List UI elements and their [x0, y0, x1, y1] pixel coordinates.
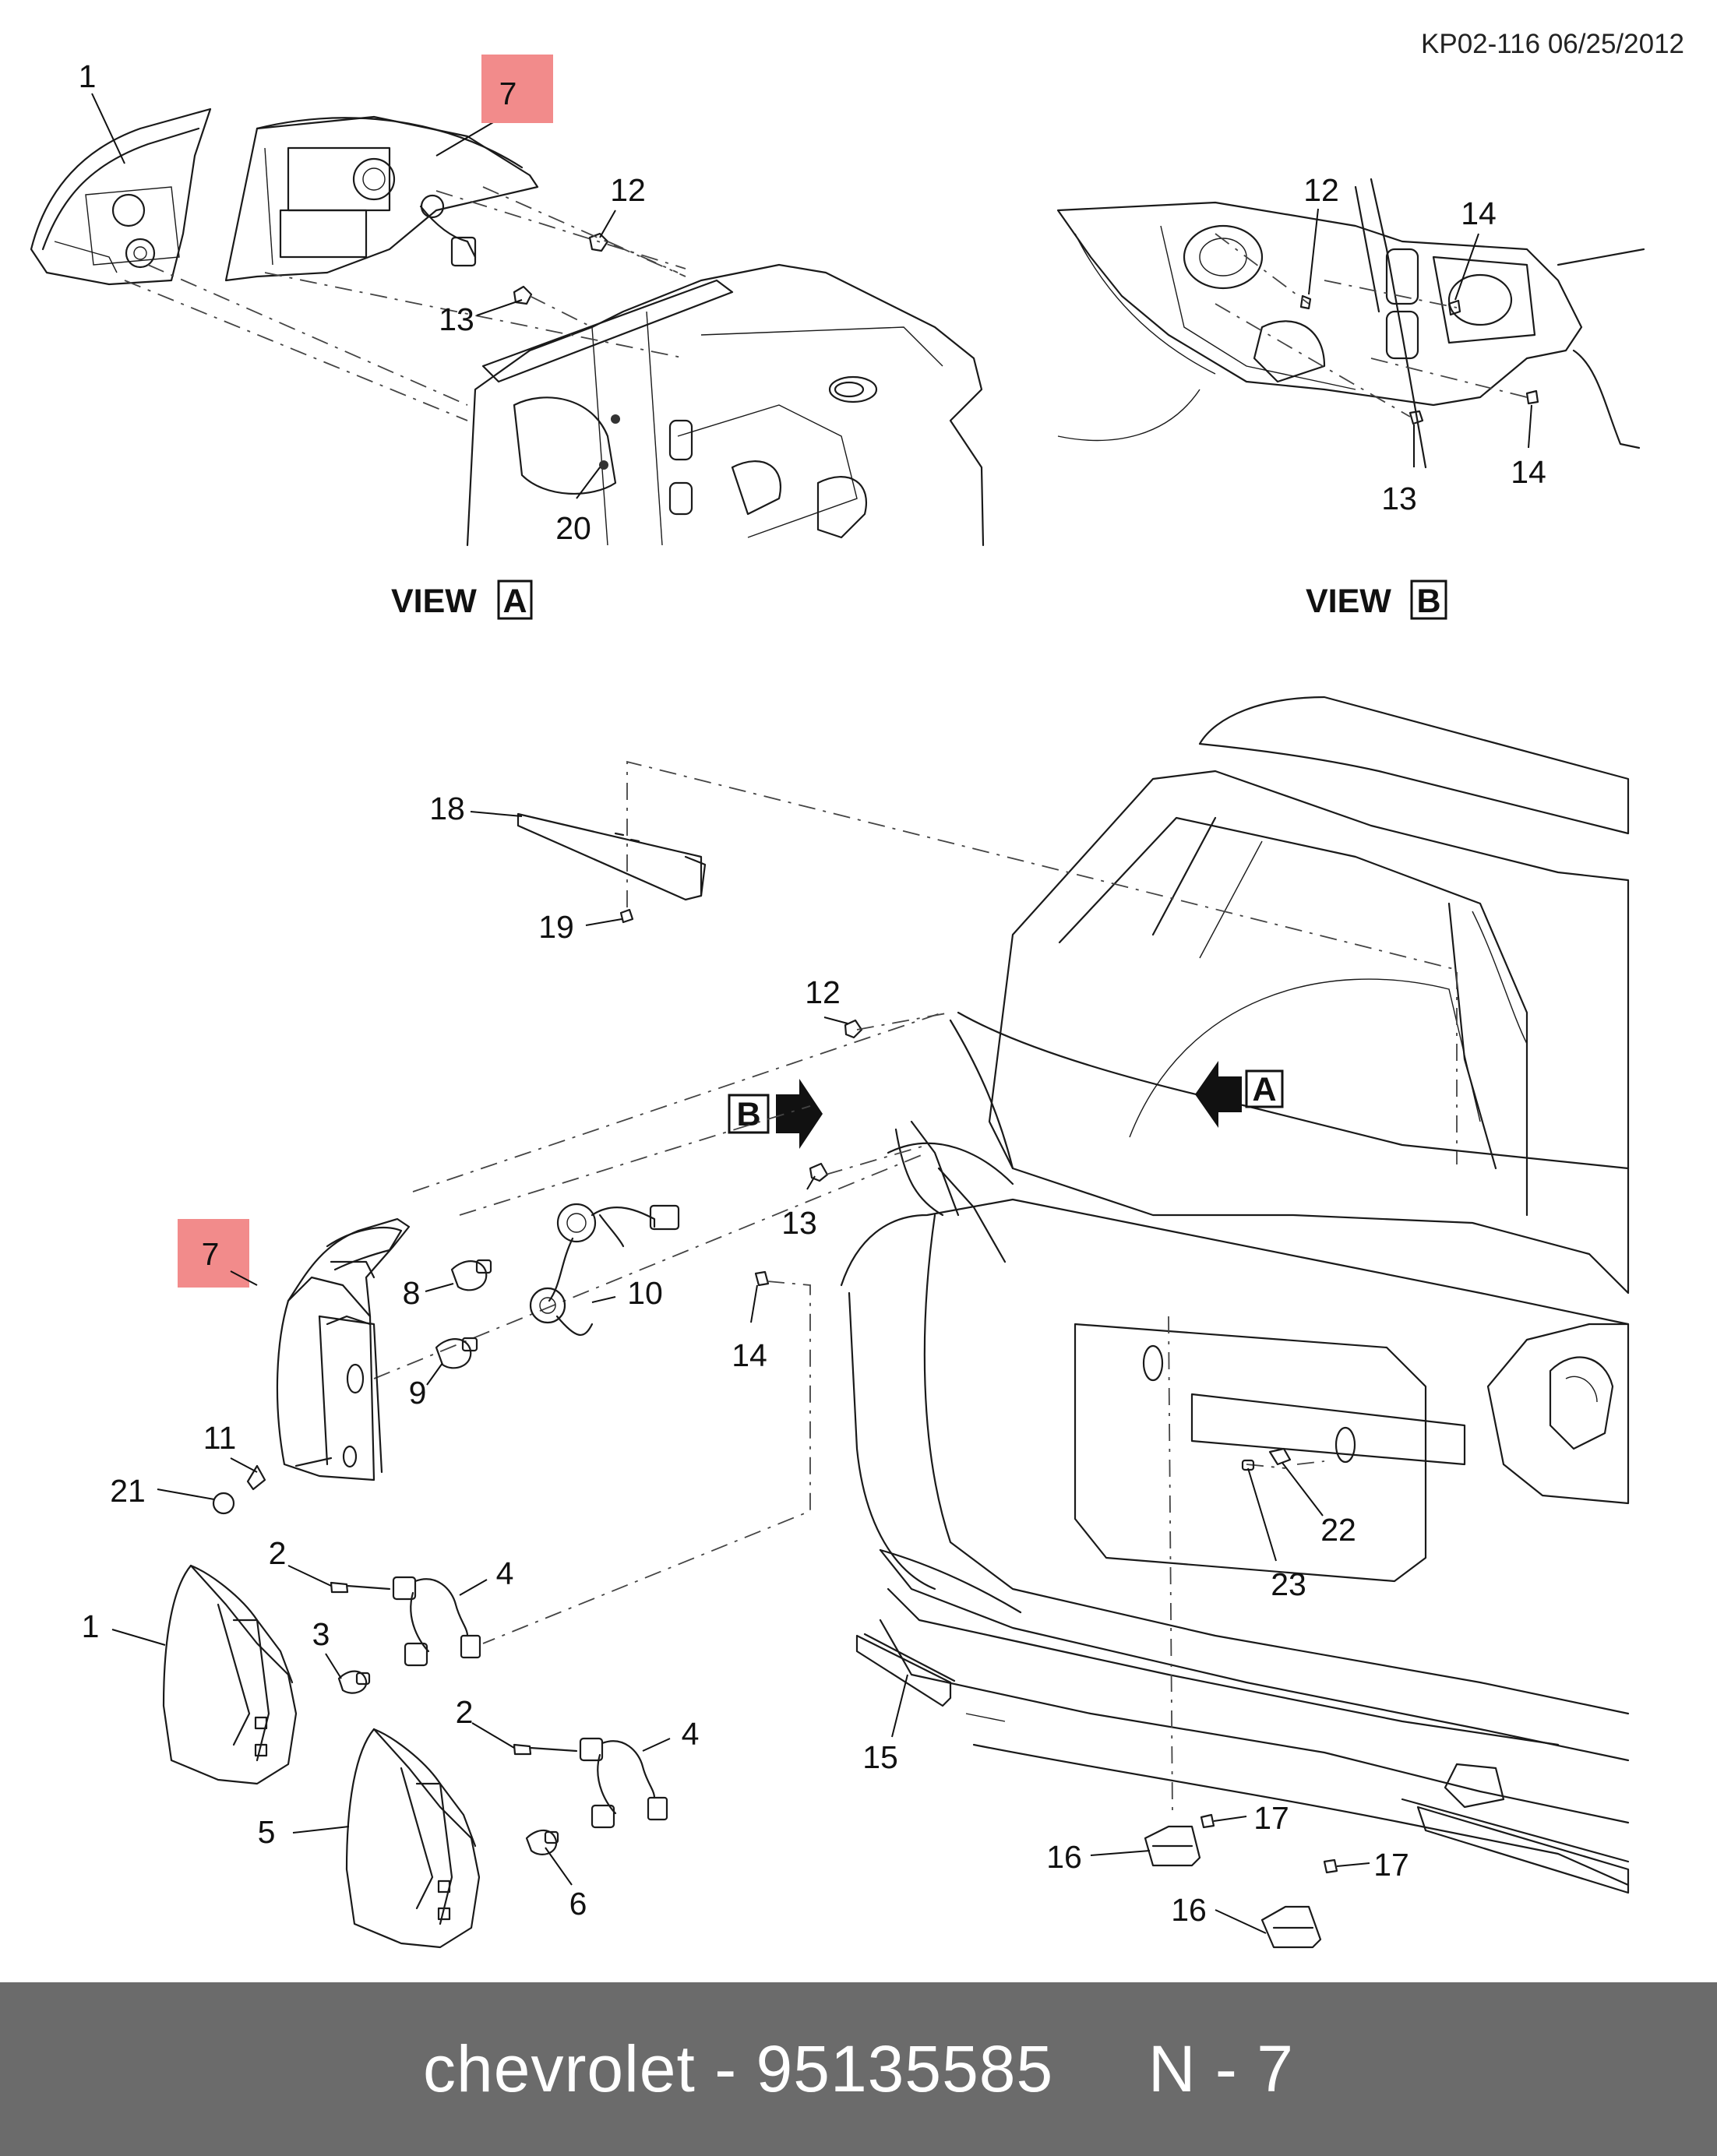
callout-2-lower: 2	[456, 1694, 474, 1730]
callout-5: 5	[258, 1814, 276, 1850]
view-b-letter-box	[1410, 580, 1447, 620]
callout-17-upper: 17	[1253, 1800, 1289, 1836]
direction-arrow-b	[776, 1079, 823, 1149]
footer-caption: chevrolet - 95135585 N - 7	[423, 2032, 1294, 2105]
callout-10: 10	[627, 1275, 663, 1311]
view-b-letter: B	[1416, 583, 1440, 620]
callout-12-view-b: 12	[1303, 172, 1339, 208]
direction-arrow-a	[1195, 1061, 1242, 1128]
highlight-box-7-main	[178, 1219, 249, 1288]
callout-16-lower: 16	[1171, 1892, 1207, 1928]
bulbs-and-sockets	[330, 1576, 668, 1855]
callout-2-upper: 2	[269, 1535, 287, 1571]
callout-13-view-b: 13	[1381, 481, 1417, 516]
direction-marker-a-letter: A	[1252, 1071, 1276, 1108]
callout-6: 6	[569, 1886, 587, 1922]
wiring-harness-10	[529, 1203, 680, 1337]
callout-12-main: 12	[805, 974, 841, 1010]
callout-8: 8	[403, 1275, 421, 1311]
vehicle-rear-drawing	[840, 696, 1630, 1894]
parts-22-23	[1241, 1447, 1292, 1471]
callout-9: 9	[409, 1375, 427, 1411]
callout-21: 21	[110, 1473, 146, 1509]
callout-13-main: 13	[781, 1205, 817, 1241]
callout-15: 15	[862, 1739, 898, 1775]
view-a-letter-box	[497, 580, 533, 620]
view-b-drawing	[1056, 178, 1645, 469]
highlight-box-7-top	[481, 55, 553, 123]
callout-3: 3	[312, 1616, 330, 1652]
view-b-word: VIEW	[1306, 583, 1391, 620]
rear-lamp-5	[345, 1728, 481, 1949]
license-lamps	[1144, 1813, 1338, 1949]
clip-14-main	[754, 1270, 770, 1287]
callout-14-main: 14	[732, 1337, 767, 1373]
callout-11: 11	[203, 1420, 237, 1456]
callout-14-view-b-top: 14	[1461, 196, 1497, 231]
callout-1-main: 1	[82, 1608, 100, 1644]
reflector-15	[855, 1633, 956, 1707]
direction-marker-a-box	[1245, 1069, 1284, 1108]
tail-lamp-assembly-7	[212, 1217, 411, 1515]
fastener-12-main	[844, 1019, 863, 1039]
callout-23: 23	[1271, 1566, 1306, 1602]
high-mount-stop-lamp	[517, 760, 1458, 1164]
callout-1-view-a: 1	[79, 58, 97, 94]
callout-19: 19	[538, 909, 574, 945]
callout-18: 18	[429, 791, 465, 826]
document-id: KP02-116 06/25/2012	[1421, 29, 1684, 59]
direction-marker-b-box	[728, 1094, 770, 1134]
callout-16-upper: 16	[1046, 1839, 1082, 1875]
callout-20-view-a: 20	[555, 510, 591, 546]
callout-22: 22	[1320, 1512, 1356, 1548]
rear-lamp-1	[162, 1564, 298, 1785]
callout-7-view-a: 7	[499, 76, 517, 111]
bulbs-8-9	[435, 1259, 492, 1369]
footer-banner: chevrolet - 95135585 N - 7	[0, 1982, 1717, 2156]
callout-12-view-a: 12	[610, 172, 646, 208]
view-a-word: VIEW	[391, 583, 477, 620]
callout-7-main: 7	[202, 1236, 220, 1272]
view-a-letter: A	[502, 583, 527, 620]
callout-13-view-a: 13	[439, 301, 474, 337]
callout-17-lower: 17	[1373, 1847, 1409, 1883]
callout-14-view-b-bottom: 14	[1511, 454, 1546, 490]
fastener-13-main	[809, 1162, 829, 1182]
view-a-drawing	[30, 93, 985, 547]
callout-4-upper: 4	[496, 1555, 514, 1591]
callout-4-lower: 4	[682, 1716, 700, 1752]
